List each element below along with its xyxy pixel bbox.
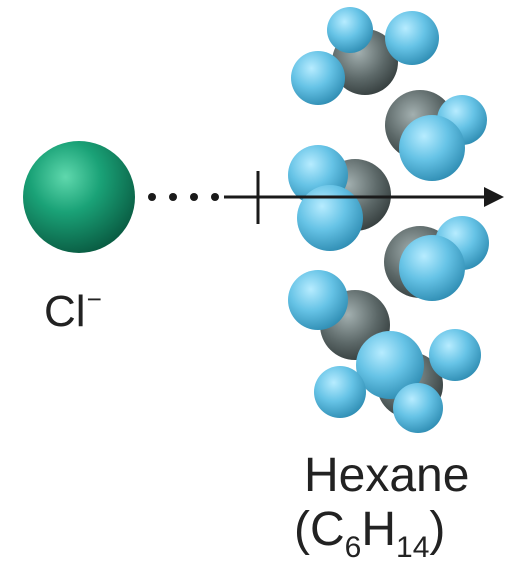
hydrogen-atoms — [288, 7, 489, 433]
dotted-attraction-line — [148, 193, 219, 201]
chloride-ion-label: Cl− — [44, 286, 102, 334]
dashed-arrow — [224, 187, 504, 207]
hexane-molecule-model — [288, 7, 489, 433]
chloride-ion-sphere — [23, 141, 135, 253]
formula-hydrogen: H — [361, 503, 397, 556]
formula-carbon-count: 6 — [344, 531, 362, 564]
molecule-formula-label: (C6H14) — [294, 506, 445, 563]
arrow-head-icon — [484, 187, 504, 207]
molecule-name-label: Hexane — [304, 449, 470, 502]
formula-hydrogen-count: 14 — [396, 531, 430, 564]
formula-close: ) — [429, 503, 446, 556]
ion-charge: − — [86, 284, 102, 314]
ion-symbol: Cl — [44, 287, 86, 336]
formula-open: (C — [294, 503, 345, 556]
